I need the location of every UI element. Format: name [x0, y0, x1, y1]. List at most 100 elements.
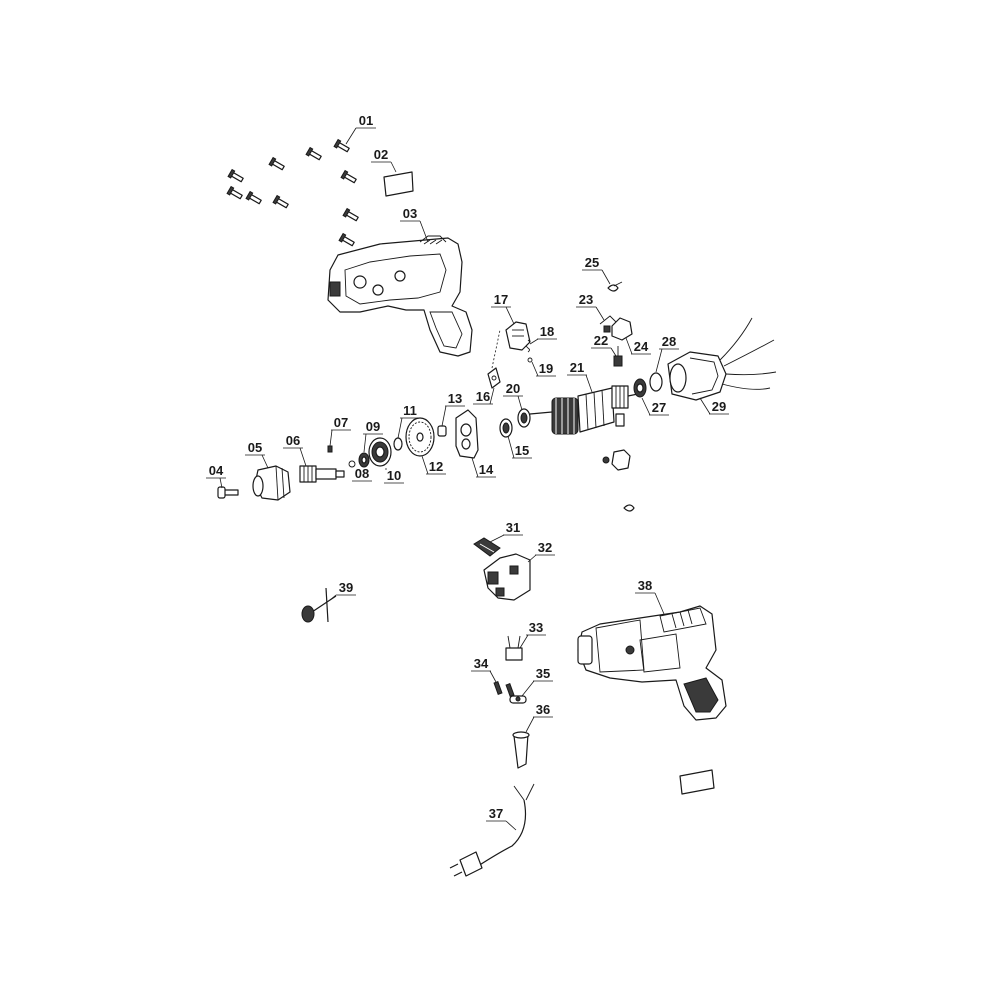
part-number-29: 29 [712, 399, 726, 414]
part-number-28: 28 [662, 334, 676, 349]
part-number-39: 39 [339, 580, 353, 595]
chuck-drawing [252, 465, 291, 501]
armature-bearing-drawing [517, 408, 531, 428]
callout-24: 24 [625, 337, 651, 355]
part-number-34: 34 [474, 656, 489, 671]
chuck-key-drawing [301, 587, 337, 623]
callout-25: 25 [582, 255, 611, 285]
bearing-cover-drawing [505, 321, 531, 351]
callout-02: 02 [371, 147, 397, 173]
callout-37: 37 [486, 806, 517, 831]
callout-13: 13 [441, 391, 465, 427]
assembled-drill-drawing [577, 605, 727, 721]
callout-38: 38 [635, 578, 665, 615]
callout-05: 05 [245, 440, 269, 469]
callout-31: 31 [489, 520, 523, 543]
part-number-02: 02 [374, 147, 388, 162]
brush-holder-drawing [599, 315, 633, 341]
part-number-03: 03 [403, 206, 417, 221]
cord-clamp-drawing [509, 695, 527, 704]
part-number-37: 37 [489, 806, 503, 821]
part-number-09: 09 [366, 419, 380, 434]
part-number-32: 32 [538, 540, 552, 555]
part-number-08: 08 [355, 466, 369, 481]
callout-33: 33 [519, 620, 546, 649]
gearbox-plate-drawing [455, 409, 479, 459]
callout-17: 17 [491, 292, 515, 325]
callout-28: 28 [655, 334, 679, 373]
callout-12: 12 [421, 455, 446, 475]
callout-11: 11 [397, 403, 420, 439]
callout-14: 14 [471, 457, 496, 478]
part-number-20: 20 [506, 381, 520, 396]
part-number-15: 15 [515, 443, 529, 458]
callout-21: 21 [567, 360, 593, 393]
callout-labels: 01 02 03 04 05 06 07 08 09 10 11 12 13 1… [206, 113, 729, 831]
part-number-18: 18 [540, 324, 554, 339]
part-number-17: 17 [494, 292, 508, 307]
callout-06: 06 [283, 433, 307, 467]
part-number-11: 11 [403, 403, 417, 418]
part-number-22: 22 [594, 333, 608, 348]
callout-18: 18 [529, 324, 557, 345]
label-plate-drawing [383, 171, 414, 197]
callout-08: 08 [352, 466, 372, 482]
part-number-07: 07 [334, 415, 348, 430]
part-number-10: 10 [387, 468, 401, 483]
part-number-04: 04 [209, 463, 224, 478]
part-number-38: 38 [638, 578, 652, 593]
spindle-drawing [299, 465, 345, 483]
part-number-36: 36 [536, 702, 550, 717]
part-number-14: 14 [479, 462, 494, 477]
callout-35: 35 [521, 666, 553, 697]
part-number-16: 16 [476, 389, 490, 404]
housing-half-drawing [327, 235, 473, 357]
label-plate-lower-drawing [679, 769, 715, 795]
needle-bearing-drawing [358, 452, 370, 468]
spring-drawing [526, 339, 533, 363]
ball-bearing-drawing [368, 437, 392, 467]
bushing-drawing [437, 425, 447, 437]
callout-23: 23 [576, 292, 605, 321]
callout-01: 01 [345, 113, 376, 145]
callout-19: 19 [531, 361, 556, 377]
part-number-12: 12 [429, 459, 443, 474]
armature-bearing-front-drawing [499, 418, 513, 438]
callout-03: 03 [400, 206, 429, 243]
callout-27: 27 [641, 397, 669, 416]
brush-spring-drawing [607, 281, 623, 292]
switch-button-drawing [473, 537, 501, 557]
part-number-06: 06 [286, 433, 300, 448]
part-number-13: 13 [448, 391, 462, 406]
part-number-35: 35 [536, 666, 550, 681]
callout-07: 07 [329, 415, 351, 447]
switch-drawing [483, 553, 531, 601]
part-number-24: 24 [634, 339, 649, 354]
part-number-27: 27 [652, 400, 666, 415]
part-number-19: 19 [539, 361, 553, 376]
callout-32: 32 [527, 540, 555, 563]
armature-drawing [529, 385, 639, 435]
callout-04: 04 [206, 463, 226, 489]
part-number-01: 01 [359, 113, 373, 128]
brush-holder-plate-drawing [487, 329, 501, 389]
screw-set-drawing [226, 138, 359, 247]
callout-22: 22 [591, 333, 617, 357]
part-number-31: 31 [506, 520, 520, 535]
power-cord-drawing [449, 783, 535, 877]
armature-bearing-rear-drawing [633, 372, 663, 398]
chuck-screw-drawing [217, 486, 239, 499]
cord-clamp-screws-drawing [493, 681, 515, 697]
retaining-clip-drawing [348, 460, 356, 468]
callout-29: 29 [699, 397, 729, 415]
capacitor-drawing [505, 635, 523, 661]
callout-36: 36 [525, 702, 553, 733]
washer-drawing [393, 437, 403, 451]
callout-10: 10 [384, 468, 404, 484]
woodruff-key-drawing [327, 445, 333, 453]
callout-39: 39 [329, 580, 356, 601]
callout-34: 34 [471, 656, 497, 683]
callout-15: 15 [507, 435, 532, 459]
cord-protector-drawing [512, 731, 530, 769]
